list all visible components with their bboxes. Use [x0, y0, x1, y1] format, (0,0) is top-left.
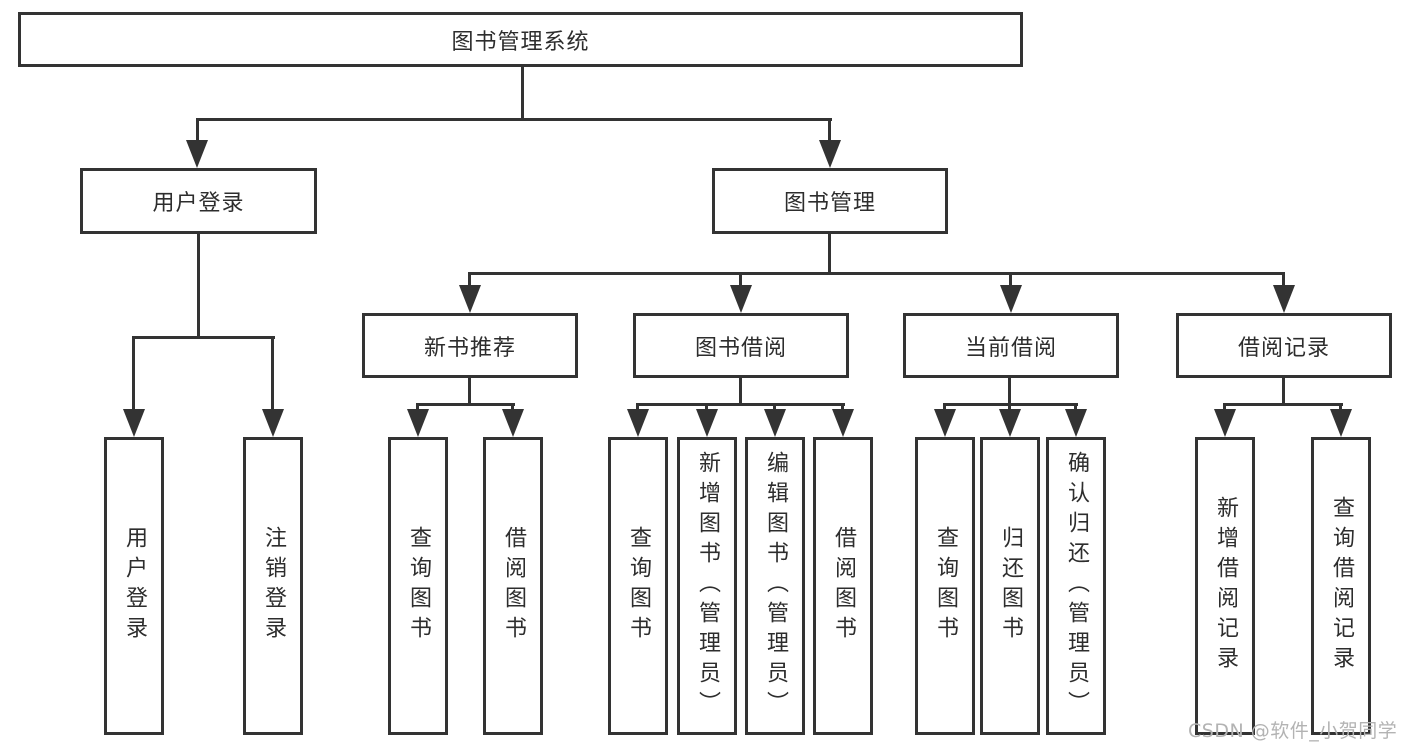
leaf-label: 归还图书: [998, 526, 1023, 646]
leaf-label: 注销登录: [261, 526, 286, 646]
arrowhead-down-icon: [999, 409, 1021, 437]
connector-line: [132, 336, 275, 339]
leaf-logout: 注销登录: [243, 437, 303, 735]
arrowhead-down-icon: [123, 409, 145, 437]
connector-line: [1008, 378, 1011, 406]
arrowhead-down-icon: [730, 285, 752, 313]
node-label: 图书借阅: [694, 335, 787, 361]
arrowhead-down-icon: [186, 140, 208, 168]
leaf-search-borrow-record: 查询借阅记录: [1311, 437, 1371, 735]
leaf-label: 新增借阅记录: [1213, 496, 1238, 676]
node-label: 新书推荐: [423, 335, 516, 361]
connector-line: [271, 336, 274, 414]
connector-line: [1339, 403, 1342, 413]
arrowhead-down-icon: [819, 140, 841, 168]
connector-line: [1074, 403, 1077, 413]
leaf-user-login: 用户登录: [104, 437, 164, 735]
arrowhead-down-icon: [262, 409, 284, 437]
leaf-search-books-borrowing: 查询图书: [608, 437, 668, 735]
leaf-confirm-return-admin: 确认归还（管理员）: [1046, 437, 1106, 735]
connector-line: [739, 272, 742, 290]
leaf-label: 用户登录: [122, 526, 147, 646]
connector-line: [636, 403, 639, 413]
leaf-label: 编辑图书（管理员）: [763, 451, 788, 721]
leaf-edit-books-admin: 编辑图书（管理员）: [745, 437, 805, 735]
connector-line: [1008, 403, 1011, 413]
arrowhead-down-icon: [764, 409, 786, 437]
leaf-borrow-books: 借阅图书: [813, 437, 873, 735]
connector-line: [416, 403, 515, 406]
leaf-label: 查询图书: [626, 526, 651, 646]
arrowhead-down-icon: [502, 409, 524, 437]
connector-line: [828, 234, 831, 275]
node-label: 图书管理系统: [451, 29, 590, 55]
connector-line: [841, 403, 844, 413]
arrowhead-down-icon: [1214, 409, 1236, 437]
leaf-label: 查询借阅记录: [1329, 496, 1354, 676]
leaf-add-books-admin: 新增图书（管理员）: [677, 437, 737, 735]
connector-line: [1282, 272, 1285, 290]
connector-line: [828, 118, 831, 146]
connector-line: [197, 234, 200, 339]
leaf-borrow-books-recommend: 借阅图书: [483, 437, 543, 735]
arrowhead-down-icon: [459, 285, 481, 313]
leaf-add-borrow-record: 新增借阅记录: [1195, 437, 1255, 735]
leaf-label: 借阅图书: [831, 526, 856, 646]
leaf-search-books-recommend: 查询图书: [388, 437, 448, 735]
node-library-management-system: 图书管理系统: [18, 12, 1023, 67]
arrowhead-down-icon: [1273, 285, 1295, 313]
node-new-book-recommendation: 新书推荐: [362, 313, 578, 378]
arrowhead-down-icon: [832, 409, 854, 437]
node-label: 用户登录: [152, 191, 245, 216]
leaf-label: 借阅图书: [501, 526, 526, 646]
connector-line: [773, 403, 776, 413]
connector-line: [468, 272, 1284, 275]
node-book-management: 图书管理: [712, 168, 948, 234]
leaf-label: 确认归还（管理员）: [1064, 451, 1089, 721]
arrowhead-down-icon: [696, 409, 718, 437]
connector-line: [132, 336, 135, 414]
node-borrowing-records: 借阅记录: [1176, 313, 1392, 378]
node-current-borrowing: 当前借阅: [903, 313, 1119, 378]
connector-line: [1282, 378, 1285, 406]
csdn-watermark: CSDN @软件_小贺同学: [1188, 720, 1398, 742]
leaf-search-books-current: 查询图书: [915, 437, 975, 735]
arrowhead-down-icon: [934, 409, 956, 437]
connector-line: [1223, 403, 1343, 406]
connector-line: [1009, 272, 1012, 290]
connector-line: [416, 403, 419, 413]
leaf-return-books: 归还图书: [980, 437, 1040, 735]
connector-line: [1223, 403, 1226, 413]
connector-line: [511, 403, 514, 413]
leaf-label: 查询图书: [933, 526, 958, 646]
arrowhead-down-icon: [1330, 409, 1352, 437]
connector-line: [196, 118, 832, 121]
connector-line: [521, 67, 524, 121]
arrowhead-down-icon: [627, 409, 649, 437]
node-label: 借阅记录: [1237, 335, 1330, 361]
connector-line: [943, 403, 946, 413]
leaf-label: 查询图书: [406, 526, 431, 646]
connector-line: [705, 403, 708, 413]
connector-line: [636, 403, 845, 406]
connector-line: [739, 378, 742, 406]
connector-line: [468, 378, 471, 406]
leaf-label: 新增图书（管理员）: [695, 451, 720, 721]
connector-line: [196, 118, 199, 146]
node-label: 图书管理: [783, 191, 876, 216]
node-book-borrowing: 图书借阅: [633, 313, 849, 378]
node-label: 当前借阅: [964, 335, 1057, 361]
connector-line: [468, 272, 471, 290]
node-user-login: 用户登录: [80, 168, 317, 234]
arrowhead-down-icon: [1000, 285, 1022, 313]
arrowhead-down-icon: [407, 409, 429, 437]
arrowhead-down-icon: [1065, 409, 1087, 437]
